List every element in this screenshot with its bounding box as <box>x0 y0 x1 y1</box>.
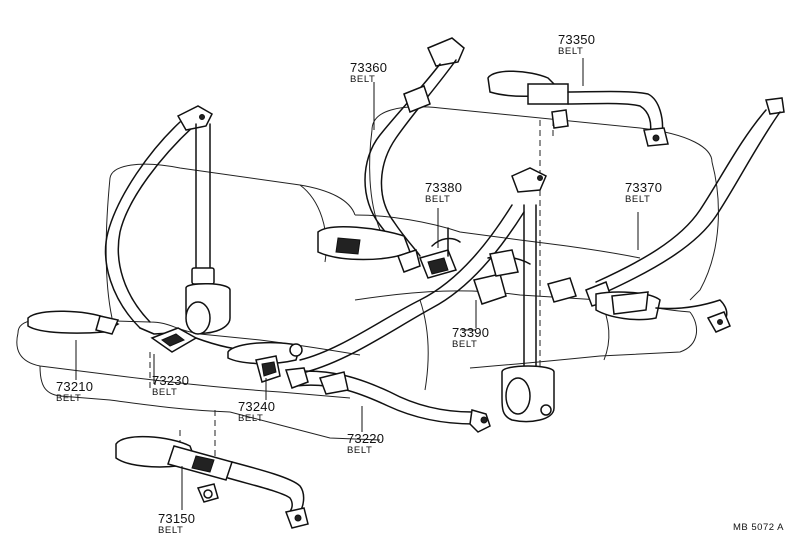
part-label: BELT <box>238 413 264 424</box>
part-number: 73230 <box>152 373 190 388</box>
callout-73240: 73240 BELT <box>238 400 275 424</box>
callout-73360: 73360 BELT <box>350 61 387 85</box>
part-number: 73390 <box>452 325 490 340</box>
belt-73390 <box>473 249 531 328</box>
part-number: 73350 <box>558 32 596 47</box>
part-number: 73150 <box>158 511 196 526</box>
callout-73380: 73380 BELT <box>425 181 462 205</box>
part-label: BELT <box>350 74 376 85</box>
callout-73210: 73210 BELT <box>56 380 93 404</box>
leader-lines <box>75 58 639 510</box>
callout-73150: 73150 BELT <box>158 512 195 536</box>
part-number: 73370 <box>625 180 663 195</box>
callout-73220: 73220 BELT <box>347 432 384 456</box>
belt-73220 <box>284 167 555 433</box>
belt-73370 <box>547 97 785 333</box>
buckle-73230 <box>150 327 263 353</box>
part-label: BELT <box>158 525 184 536</box>
belt-73350 <box>487 70 669 147</box>
part-number: 73380 <box>425 180 463 195</box>
part-number: 73220 <box>347 431 385 446</box>
belt-73150 <box>115 435 309 529</box>
callout-73350: 73350 BELT <box>558 33 595 57</box>
callout-73370: 73370 BELT <box>625 181 662 205</box>
part-label: BELT <box>152 387 178 398</box>
belt-73210 <box>27 105 231 335</box>
belt-73380 <box>418 227 461 279</box>
part-label: BELT <box>452 339 478 350</box>
callout-73230: 73230 BELT <box>152 374 189 398</box>
belt-73360 <box>317 37 465 273</box>
callout-73390: 73390 BELT <box>452 326 489 350</box>
part-label: BELT <box>425 194 451 205</box>
part-number: 73360 <box>350 60 388 75</box>
rear-seat-outline <box>229 106 719 441</box>
buckle-73240 <box>227 341 303 383</box>
part-label: BELT <box>347 445 373 456</box>
part-label: BELT <box>56 393 82 404</box>
part-number: 73210 <box>56 379 94 394</box>
part-label: BELT <box>625 194 651 205</box>
part-label: BELT <box>558 46 584 57</box>
drawing-code: MB 5072 A <box>733 522 784 533</box>
part-number: 73240 <box>238 399 276 414</box>
